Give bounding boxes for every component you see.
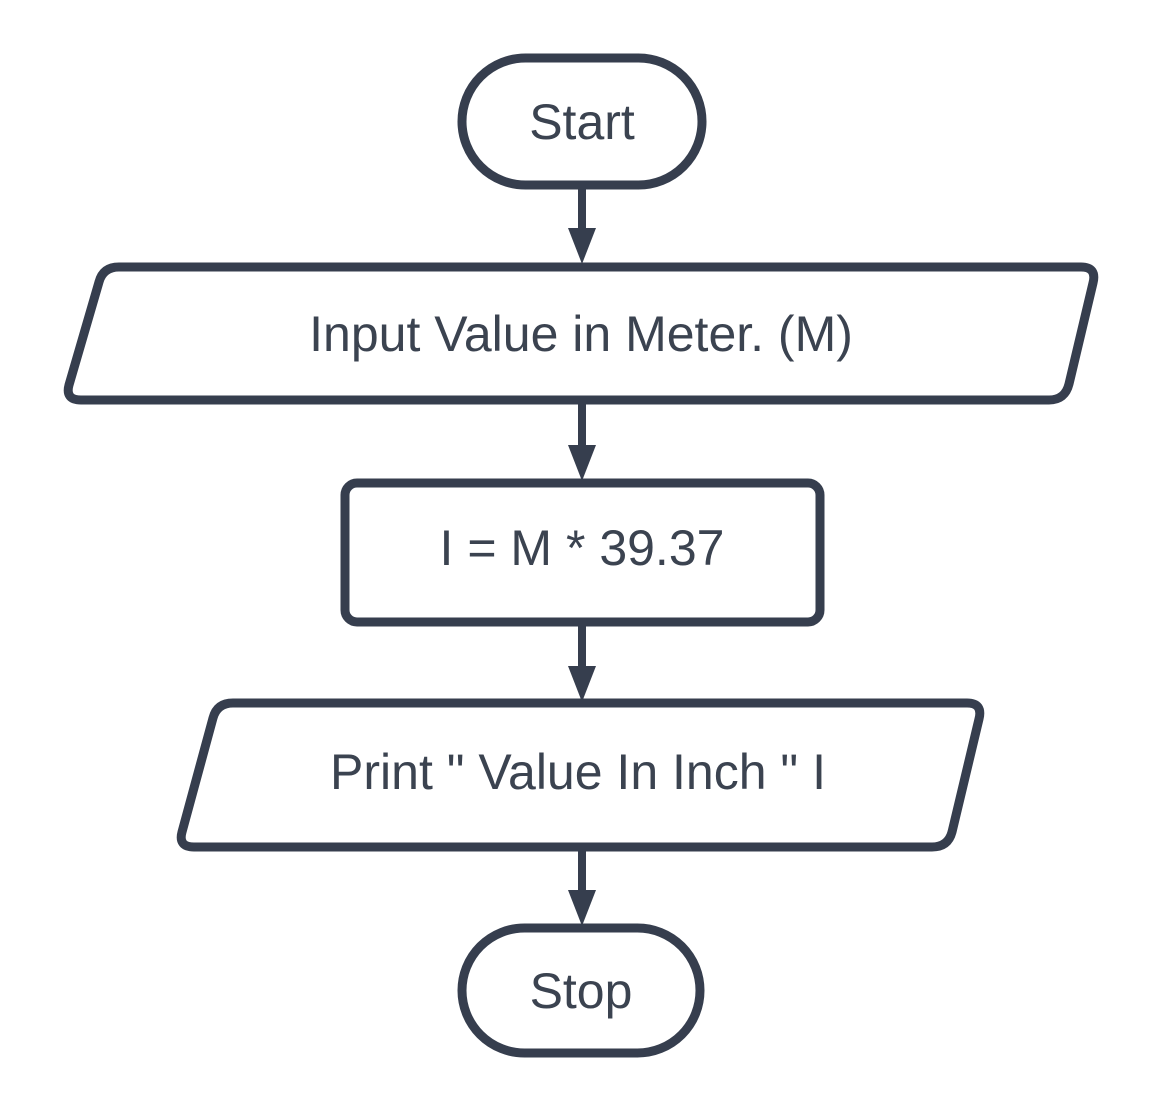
process-label: I = M * 39.37: [440, 520, 725, 576]
stop-terminator-shape: [457, 923, 705, 1058]
arrowhead-down-icon: [568, 445, 596, 481]
node-print-result: Print " Value In Inch " I: [176, 698, 985, 852]
node-start: Start: [457, 53, 707, 190]
edge-print-to-stop: [568, 847, 596, 926]
edge-start-to-input: [568, 185, 596, 264]
arrowhead-down-icon: [568, 890, 596, 926]
node-stop: Stop: [457, 923, 705, 1058]
start-label: Start: [529, 94, 635, 150]
edge-process-to-print: [568, 622, 596, 702]
arrowhead-down-icon: [568, 666, 596, 702]
stop-label: Stop: [530, 963, 633, 1019]
input-parallelogram-shape: [63, 262, 1099, 405]
print-parallelogram-shape: [176, 698, 985, 852]
edge-input-to-process: [568, 400, 596, 481]
input-label: Input Value in Meter. (M): [309, 306, 853, 362]
node-input-meter: Input Value in Meter. (M): [63, 262, 1099, 405]
print-label: Print " Value In Inch " I: [330, 744, 826, 800]
arrowhead-down-icon: [568, 228, 596, 264]
node-compute-inches: I = M * 39.37: [340, 478, 825, 627]
